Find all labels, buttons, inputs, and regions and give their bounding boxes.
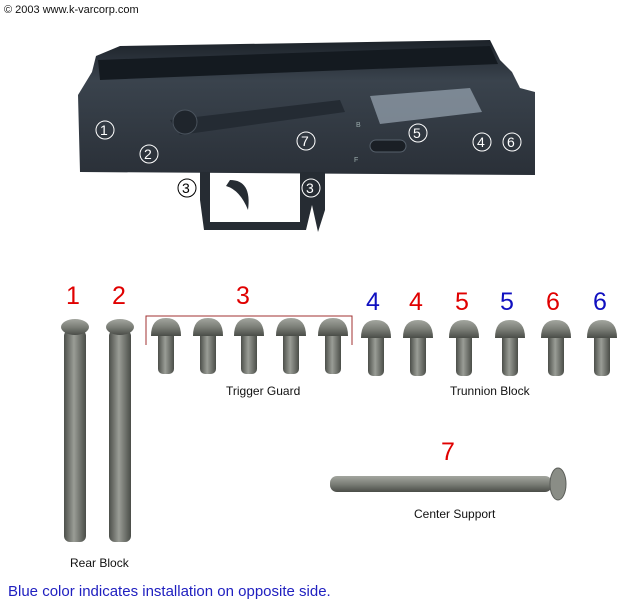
pin-number: 7 (441, 438, 455, 466)
callout-3-left: 3 (177, 178, 197, 198)
pin-number: 5 (455, 288, 469, 316)
callout-1: 1 (95, 120, 115, 140)
rivet (449, 320, 479, 376)
rivet (361, 320, 391, 376)
rivet (403, 320, 433, 376)
copyright-text: © 2003 www.k-varcorp.com (4, 4, 139, 16)
rivet (318, 318, 348, 374)
svg-text:1: 1 (100, 122, 108, 138)
pin-numbers: 1 2 3 4 4 5 5 6 6 7 (66, 282, 607, 466)
callout-4: 4 (472, 132, 492, 152)
footnote: Blue color indicates installation on opp… (8, 583, 331, 600)
svg-text:7: 7 (301, 133, 309, 149)
pin-number: 5 (500, 288, 514, 316)
center-support-pin (330, 467, 567, 501)
pin-number: 2 (112, 282, 126, 310)
callout-7: 7 (296, 131, 316, 151)
receiver-callouts: 1 2 3 3 4 5 6 7 (95, 120, 522, 198)
svg-text:6: 6 (507, 134, 515, 150)
rivet (193, 318, 223, 374)
rivets (151, 318, 617, 376)
callout-2: 2 (139, 144, 159, 164)
trigger-guard-label: Trigger Guard (226, 384, 300, 398)
center-support-label: Center Support (414, 507, 496, 521)
rivet (587, 320, 617, 376)
rivet (495, 320, 525, 376)
trigger-guard-bracket (145, 315, 353, 345)
mark-f: F (354, 157, 358, 164)
rivet (276, 318, 306, 374)
callout-3-right: 3 (301, 178, 321, 198)
svg-text:4: 4 (477, 134, 485, 150)
rear-block-label: Rear Block (70, 556, 130, 570)
pin-number: 6 (593, 288, 607, 316)
pin-number: 4 (409, 288, 423, 316)
callout-5: 5 (408, 123, 428, 143)
svg-text:3: 3 (306, 180, 314, 196)
rivet (234, 318, 264, 374)
pin-number: 4 (366, 288, 380, 316)
pin-number: 6 (546, 288, 560, 316)
long-pin-1 (64, 330, 86, 542)
svg-text:5: 5 (413, 125, 421, 141)
rear-block-pins (61, 319, 134, 542)
receiver-photo: B F (78, 40, 535, 232)
rivet (151, 318, 181, 374)
pin-number: 3 (236, 282, 250, 310)
callout-6: 6 (502, 132, 522, 152)
rivet (541, 320, 571, 376)
pin-number: 1 (66, 282, 80, 310)
svg-text:3: 3 (182, 180, 190, 196)
mark-b: B (356, 122, 361, 129)
long-pin-2 (109, 330, 131, 542)
trunnion-block-label: Trunnion Block (450, 384, 531, 398)
svg-text:2: 2 (144, 146, 152, 162)
